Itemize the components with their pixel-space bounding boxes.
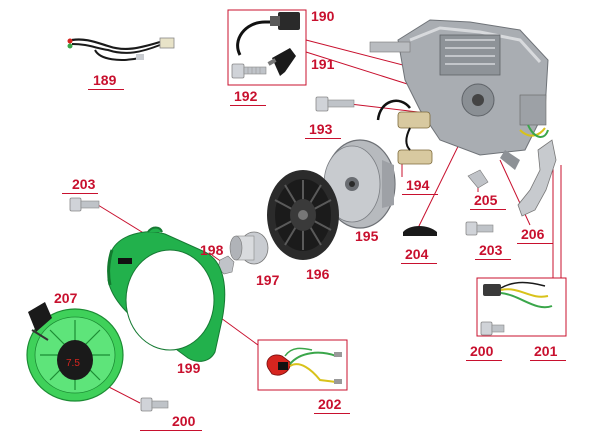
callout-underline <box>62 193 98 194</box>
woodruff-key-icon <box>403 226 437 236</box>
callout-underline <box>305 138 341 139</box>
spark-plug-cap-icon <box>267 48 296 76</box>
callout-underline <box>140 430 202 431</box>
callout-underline <box>401 263 437 264</box>
part-number-198: 198 <box>200 242 224 258</box>
callout-underline <box>314 413 350 414</box>
oil-sensor-icon <box>483 281 553 309</box>
part-number-206: 206 <box>521 226 545 242</box>
part-number-195: 195 <box>355 228 379 244</box>
callout-underline <box>470 209 506 210</box>
part-number-191: 191 <box>311 56 335 72</box>
flywheel-icon <box>323 139 396 229</box>
part-number-192: 192 <box>234 88 258 104</box>
callout-underline <box>230 105 266 106</box>
part-number-197: 197 <box>256 272 280 288</box>
part-number-201: 201 <box>534 343 558 359</box>
part-number-207: 207 <box>54 290 78 306</box>
callout-underline <box>402 194 438 195</box>
part-number-202: 202 <box>318 396 342 412</box>
part-number-196: 196 <box>306 266 330 282</box>
engine-switch-icon <box>266 347 342 384</box>
bolt-icon <box>69 197 100 212</box>
part-number-194: 194 <box>406 177 430 193</box>
callout-underline <box>88 89 124 90</box>
part-number-203-left: 203 <box>72 176 96 192</box>
ignition-coil-icon <box>236 12 300 56</box>
part-number-200-bottom: 200 <box>172 413 196 429</box>
callout-underline <box>517 243 553 244</box>
bolt-icon <box>140 397 169 412</box>
part-number-199: 199 <box>177 360 201 376</box>
bolt-icon <box>480 321 505 336</box>
callout-underline <box>530 360 566 361</box>
engine-block-icon <box>369 19 549 170</box>
bracket-icon <box>467 169 489 189</box>
part-number-190: 190 <box>311 8 335 24</box>
cooling-fan-icon <box>267 170 339 260</box>
bolt-icon <box>465 221 494 236</box>
bolt-icon <box>315 96 355 112</box>
callout-underline <box>475 259 511 260</box>
wire-harness-icon <box>67 37 175 61</box>
part-number-200-sensor: 200 <box>470 343 494 359</box>
blower-housing-icon <box>107 226 226 362</box>
starter-badge-text: 7.5 <box>66 358 80 369</box>
bolt-icon <box>231 63 267 79</box>
part-number-205: 205 <box>474 192 498 208</box>
recoil-starter-icon: 7.5 <box>26 302 124 402</box>
part-number-193: 193 <box>309 121 333 137</box>
callout-underline <box>466 360 502 361</box>
starter-cup-icon <box>229 231 269 265</box>
part-number-189: 189 <box>93 72 117 88</box>
part-number-203-right: 203 <box>479 242 503 258</box>
part-number-204: 204 <box>405 246 429 262</box>
charging-coil-icon <box>376 99 433 165</box>
shroud-plate-icon <box>517 139 557 217</box>
